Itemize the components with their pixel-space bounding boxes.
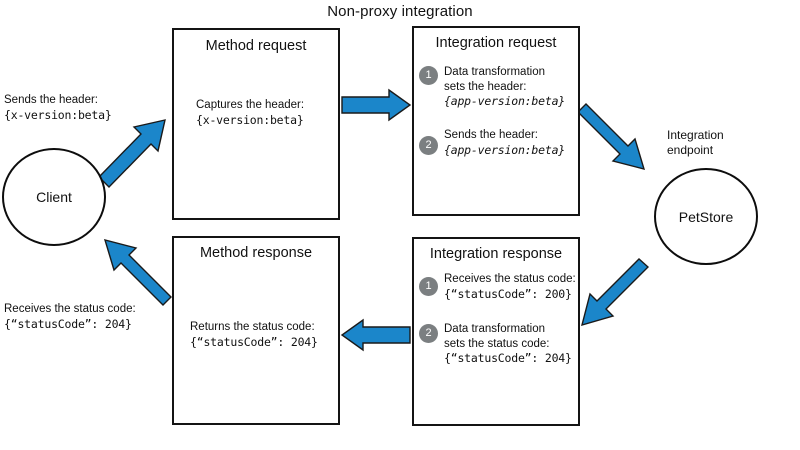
integration-response-step-2-line1: Data transformation: [444, 323, 545, 335]
arrow-integration-response-to-method-response: [340, 318, 411, 352]
integration-request-step-2-line2: {app-version:beta}: [444, 142, 566, 157]
client-request-note: Sends the header: {x-version:beta}: [4, 93, 112, 122]
integration-request-step-1-line3: {app-version:beta}: [444, 94, 566, 108]
client-label: Client: [36, 189, 72, 205]
integration-endpoint-caption-line2: endpoint: [667, 143, 714, 157]
diagram-title: Non-proxy integration: [327, 3, 473, 20]
integration-request-step-2-text: Sends the header: {app-version:beta}: [444, 128, 565, 157]
arrow-method-request-to-integration-request: [341, 88, 412, 122]
integration-response-box[interactable]: Integration response 1 Receives the stat…: [412, 237, 580, 426]
integration-request-step-2-line1: Sends the header:: [444, 129, 538, 141]
arrow-endpoint-to-integration-response: [581, 258, 650, 327]
integration-endpoint-node[interactable]: PetStore: [654, 168, 758, 265]
integration-request-step-1-text: Data transformation sets the header: {ap…: [444, 65, 565, 109]
client-response-note-line1: Receives the status code:: [4, 303, 136, 315]
client-request-note-line2: {x-version:beta}: [4, 107, 112, 122]
integration-endpoint-label: PetStore: [678, 208, 734, 225]
integration-response-step-2-badge: 2: [419, 324, 438, 343]
method-request-body: Captures the header: {x-version:beta}: [196, 98, 304, 127]
integration-request-step-1-line2: sets the header:: [444, 80, 527, 93]
method-request-box[interactable]: Method request Captures the header: {x-v…: [172, 28, 340, 220]
integration-request-step-1-line1: Data transformation: [444, 66, 545, 78]
integration-response-step-2-line3: {“statusCode”: 204}: [444, 351, 572, 365]
integration-response-step-2-text: Data transformation sets the status code…: [444, 322, 572, 366]
arrow-client-to-method-request: [98, 119, 166, 188]
method-response-line2: {“statusCode”: 204}: [190, 334, 318, 349]
integration-request-box[interactable]: Integration request 1 Data transformatio…: [412, 26, 580, 216]
client-response-note-line2: {“statusCode”: 204}: [4, 316, 132, 331]
integration-response-title: Integration response: [429, 246, 563, 262]
client-node[interactable]: Client: [2, 148, 106, 246]
integration-request-step-2-badge: 2: [419, 136, 438, 155]
integration-response-step-1-badge: 1: [419, 277, 438, 296]
arrow-integration-request-to-endpoint: [577, 103, 646, 170]
integration-request-title: Integration request: [435, 35, 557, 51]
arrow-method-response-to-client: [103, 239, 172, 306]
integration-response-step-1-line2: {“statusCode”: 200}: [444, 286, 572, 301]
method-response-body: Returns the status code: {“statusCode”: …: [190, 320, 318, 349]
method-request-line1: Captures the header:: [196, 99, 305, 111]
integration-response-step-1-text: Receives the status code: {“statusCode”:…: [444, 272, 576, 301]
integration-endpoint-caption: Integration endpoint: [667, 128, 724, 158]
method-response-title: Method response: [199, 245, 313, 261]
integration-response-step-2-line2: sets the status code:: [444, 337, 550, 350]
integration-request-step-1-badge: 1: [419, 66, 438, 85]
client-request-note-line1: Sends the header:: [4, 94, 98, 106]
integration-response-step-1-line1: Receives the status code:: [444, 273, 576, 285]
method-response-line1: Returns the status code:: [190, 321, 315, 333]
method-request-line2: {x-version:beta}: [196, 112, 304, 127]
method-request-title: Method request: [205, 38, 307, 54]
client-response-note: Receives the status code: {“statusCode”:…: [4, 302, 136, 331]
integration-endpoint-caption-line1: Integration: [667, 128, 724, 142]
method-response-box[interactable]: Method response Returns the status code:…: [172, 236, 340, 425]
